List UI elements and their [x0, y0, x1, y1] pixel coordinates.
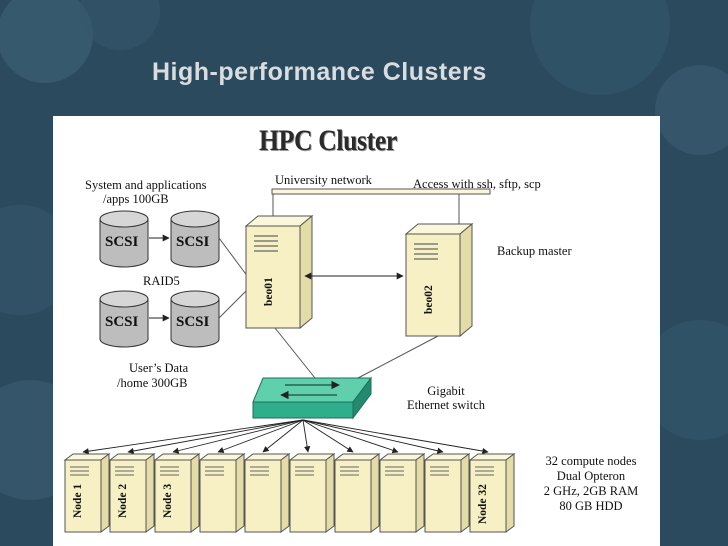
disk-4-label: SCSI [176, 314, 210, 330]
compute-node-6 [289, 453, 335, 533]
compute-node-9 [424, 453, 470, 533]
compute-node-8 [379, 453, 425, 533]
node-32-label: Node 32 [477, 484, 489, 524]
diagram-graphics [64, 188, 515, 533]
compute-node-7 [334, 453, 380, 533]
storage-top-line-2: /apps 100GB [103, 192, 169, 206]
master-to-switch-link [274, 327, 316, 379]
master-server-label: beo01 [263, 277, 275, 306]
backup-server-label: beo02 [423, 285, 435, 314]
raid-label: RAID5 [143, 274, 180, 288]
storage-bottom-line-2: /home 300GB [117, 376, 188, 390]
hpc-cluster-diagram: HPC Cluster University network Access wi… [53, 116, 660, 546]
node-3-label: Node 3 [162, 483, 174, 518]
server-master-tower [245, 215, 313, 329]
server-backup-tower [405, 223, 473, 337]
node-2-label: Node 2 [117, 483, 129, 518]
switch-to-nodes-links [82, 419, 489, 455]
disk-1-label: SCSI [105, 234, 139, 250]
storage-top-line-1: System and applications [85, 178, 207, 192]
node-1-label: Node 1 [72, 483, 84, 518]
backup-to-switch-link [357, 335, 439, 379]
nodes-caption-line-4: 80 GB HDD [559, 499, 623, 513]
university-network-label: University network [275, 173, 372, 187]
slide-title: High-performance Clusters [152, 58, 487, 86]
gigabit-switch [252, 376, 372, 420]
university-network-bar [271, 188, 491, 195]
access-label: Access with ssh, sftp, scp [413, 177, 541, 191]
diagram-title: HPC Cluster [259, 124, 397, 157]
compute-node-4 [199, 453, 245, 533]
disk-3-label: SCSI [105, 314, 139, 330]
switch-caption-line-1: Gigabit [427, 384, 465, 398]
compute-node-5 [244, 453, 290, 533]
nodes-caption-line-1: 32 compute nodes [545, 454, 637, 468]
storage-bottom-line-1: User’s Data [129, 361, 189, 375]
switch-caption-line-2: Ethernet switch [406, 398, 486, 412]
backup-master-caption: Backup master [497, 244, 572, 258]
disk-2-label: SCSI [176, 234, 210, 250]
nodes-caption-line-3: 2 GHz, 2GB RAM [543, 484, 639, 498]
nodes-caption-line-2: Dual Opteron [556, 469, 626, 483]
